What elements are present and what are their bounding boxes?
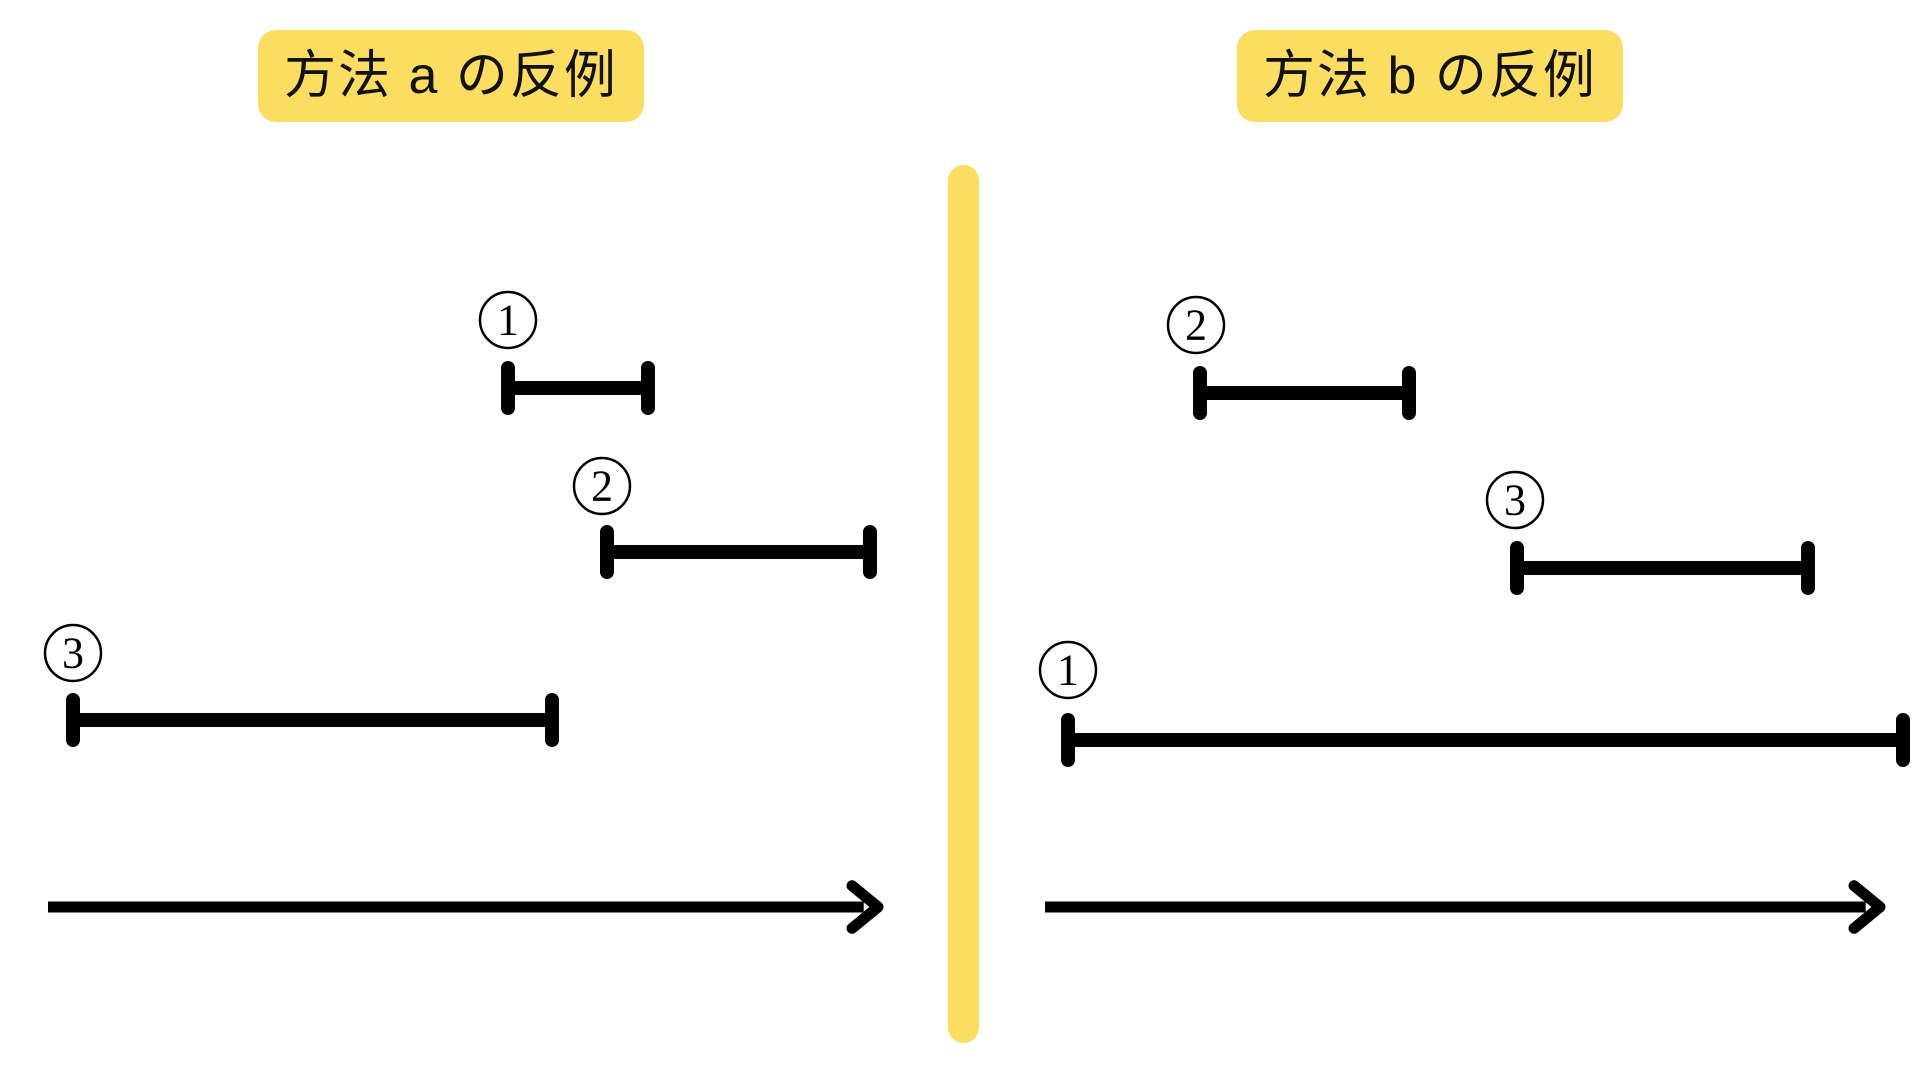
interval-cap-left — [1510, 541, 1524, 595]
interval-method-b-2[interactable]: 2 — [1166, 295, 1416, 420]
interval-cap-right — [1896, 713, 1910, 767]
panel-title-method-a: 方法 a の反例 — [258, 30, 644, 122]
interval-cap-right — [545, 693, 559, 747]
interval-bar — [508, 381, 648, 395]
interval-label-number: 2 — [591, 462, 613, 511]
interval-cap-right — [863, 525, 877, 579]
interval-bar — [1517, 561, 1808, 575]
interval-cap-right — [641, 361, 655, 415]
interval-cap-left — [1061, 713, 1075, 767]
panel-title-method-b: 方法 b の反例 — [1237, 30, 1623, 122]
interval-method-b-3[interactable]: 3 — [1485, 470, 1815, 595]
panel-method-b: 2 3 1 — [1038, 295, 1910, 767]
axis-method-a — [48, 880, 884, 934]
interval-label-circle — [572, 456, 632, 516]
axis-arrowhead-icon — [1848, 880, 1886, 934]
interval-cap-right — [1801, 541, 1815, 595]
interval-cap-right — [1402, 366, 1416, 420]
interval-label-number: 1 — [497, 296, 519, 345]
interval-method-a-2[interactable]: 2 — [572, 456, 877, 579]
interval-cap-left — [501, 361, 515, 415]
axis-arrowhead-icon — [846, 880, 884, 934]
interval-bar — [607, 545, 870, 559]
interval-label-number: 2 — [1185, 301, 1207, 350]
panel-divider — [948, 165, 979, 1043]
interval-label-circle — [1485, 470, 1545, 530]
axis-method-b — [1045, 880, 1886, 934]
interval-method-a-1[interactable]: 1 — [478, 290, 655, 415]
interval-label-circle — [1038, 640, 1098, 700]
interval-bars-group: 1 2 3 2 3 1 — [43, 290, 1910, 767]
interval-cap-left — [1193, 366, 1207, 420]
interval-label-number: 3 — [1504, 476, 1526, 525]
interval-bar — [73, 713, 552, 727]
timeline-axes-group — [48, 880, 1886, 934]
interval-method-b-1[interactable]: 1 — [1038, 640, 1910, 767]
interval-label-number: 1 — [1057, 646, 1079, 695]
interval-method-a-3[interactable]: 3 — [43, 623, 559, 747]
interval-bar — [1068, 733, 1903, 747]
interval-cap-left — [66, 693, 80, 747]
interval-label-circle — [478, 290, 538, 350]
panel-method-a: 1 2 3 — [43, 290, 877, 747]
interval-label-number: 3 — [62, 629, 84, 678]
interval-bar — [1200, 386, 1409, 400]
interval-label-circle — [1166, 295, 1226, 355]
interval-label-circle — [43, 623, 103, 683]
interval-cap-left — [600, 525, 614, 579]
